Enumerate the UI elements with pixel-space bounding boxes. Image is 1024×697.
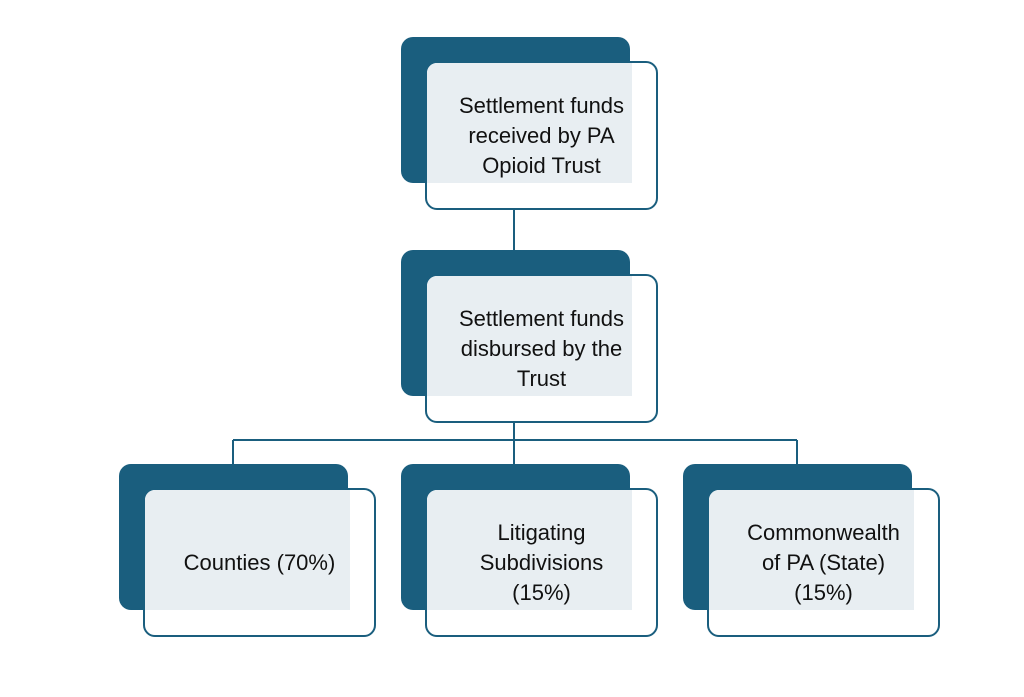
node-box: Counties (70%) [143,488,376,637]
node-box: Litigating Subdivisions (15%) [425,488,658,637]
node-funds-disbursed: Settlement funds disbursed by the Trust [401,250,658,423]
node-label-commonwealth: Commonwealth of PA (State) (15%) [747,519,900,605]
node-litigating-subdivisions: Litigating Subdivisions (15%) [401,464,658,637]
node-label-litigating-subdivisions: Litigating Subdivisions (15%) [479,519,604,605]
node-box: Settlement funds disbursed by the Trust [425,274,658,423]
node-label-funds-disbursed: Settlement funds disbursed by the Trust [458,305,625,391]
node-box: Settlement funds received by PA Opioid T… [425,61,658,210]
node-label-counties: Counties (70%) [183,549,336,575]
node-box: Commonwealth of PA (State) (15%) [707,488,940,637]
node-commonwealth: Commonwealth of PA (State) (15%) [683,464,940,637]
node-counties: Counties (70%) [119,464,376,637]
node-label-funds-received: Settlement funds received by PA Opioid T… [458,92,625,178]
node-funds-received: Settlement funds received by PA Opioid T… [401,37,658,210]
